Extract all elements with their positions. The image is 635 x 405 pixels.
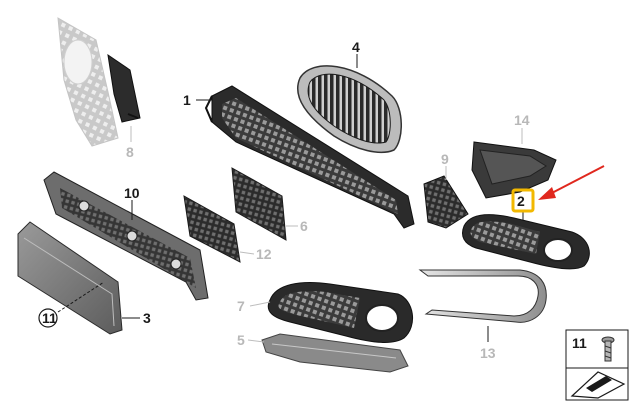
- part-3-license-plate-base: [17, 221, 123, 335]
- part-9-bracket: [423, 175, 469, 229]
- part-14-air-duct: [471, 141, 557, 199]
- highlight-box: [511, 188, 535, 213]
- part-5-air-deflector: [261, 333, 409, 373]
- leader-7: [249, 301, 271, 307]
- part-2-fog-light-grille: [462, 214, 590, 270]
- leader-lines: [122, 54, 524, 343]
- part-10-carrier-frame: [43, 171, 209, 301]
- leader-12: [239, 251, 255, 255]
- part-4-kidney-grille: [297, 65, 402, 154]
- label-part-11: 11: [42, 310, 57, 326]
- red-arrow-icon: [538, 165, 605, 200]
- label-part-14: 14: [514, 112, 530, 128]
- part-8-bracket: [57, 17, 141, 147]
- part-6-filler-panel: [231, 167, 287, 241]
- label-part-12: 12: [256, 246, 272, 262]
- label-part-1: 1: [183, 92, 191, 108]
- label-part-9: 9: [441, 151, 449, 167]
- label-part-3: 3: [143, 310, 151, 326]
- part-7-lower-grille: [267, 282, 413, 343]
- label-part-2: 2: [517, 193, 525, 209]
- label-part-7: 7: [237, 298, 245, 314]
- label-part-4: 4: [352, 39, 360, 55]
- label-part-13: 13: [480, 345, 496, 361]
- label-part-5: 5: [237, 332, 245, 348]
- screw-icon: [601, 336, 615, 362]
- parts-legend: 11: [565, 329, 629, 401]
- part-13-trim-strip: [418, 269, 547, 323]
- label-part-10: 10: [124, 185, 140, 201]
- part-12-cover-panel: [183, 195, 241, 263]
- part-11-screw-callout: [38, 281, 105, 328]
- legend-part-number: 11: [572, 335, 587, 351]
- sheet-metal-icon: [570, 371, 626, 399]
- label-part-8: 8: [126, 144, 134, 160]
- leader-5: [247, 339, 265, 343]
- label-part-6: 6: [300, 218, 308, 234]
